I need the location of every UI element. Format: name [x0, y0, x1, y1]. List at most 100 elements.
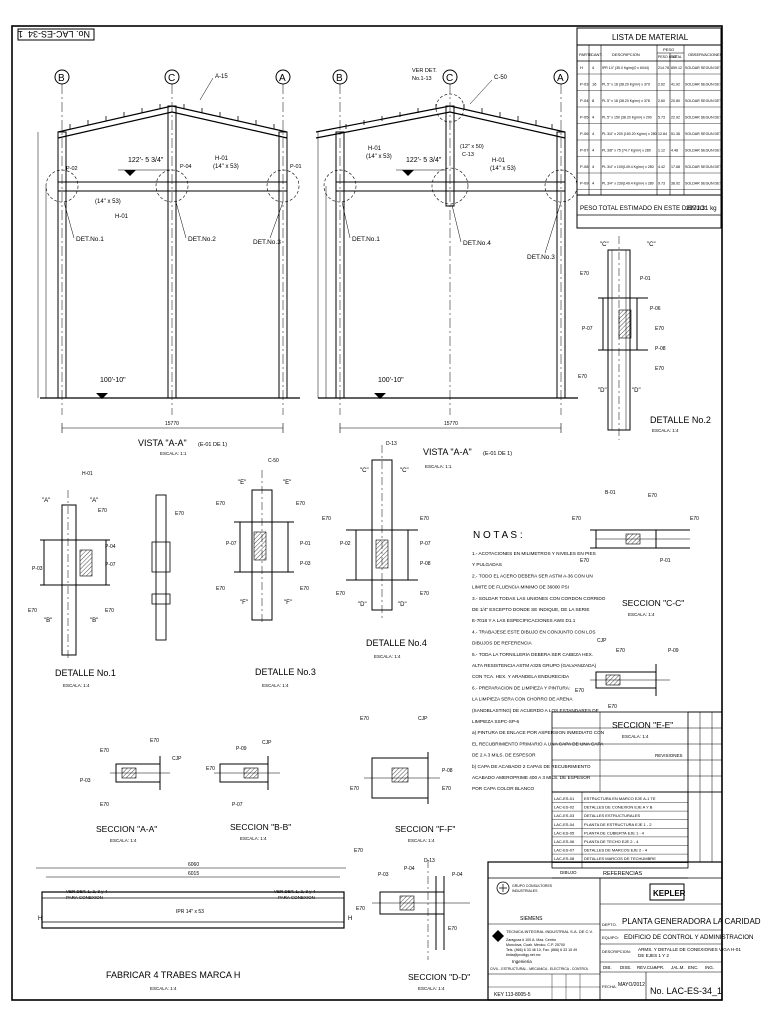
- material-cell: P-05: [580, 115, 589, 120]
- note-line: ACABADO AMEROPRIME 400 A 3 MILS. DE ESPE…: [472, 775, 591, 780]
- svg-text:P-07: P-07: [582, 326, 593, 332]
- section-cc-title: SECCION "C-C": [622, 598, 684, 608]
- svg-text:E70: E70: [300, 586, 309, 592]
- svg-text:P-04: P-04: [404, 866, 415, 872]
- svg-text:P-03: P-03: [378, 872, 389, 878]
- material-cell: 4: [592, 65, 595, 70]
- reference-title: DETALLES DE CONEXION EJE A Y B: [584, 805, 653, 810]
- title-block-header: APR.: [654, 965, 664, 970]
- rotated-drawing-number: No. LAC-ES-34_1: [17, 28, 95, 41]
- svg-text:P-02: P-02: [66, 166, 78, 172]
- beam-title: FABRICAR 4 TRABES MARCA H: [106, 970, 240, 980]
- svg-text:"E": "E": [283, 480, 291, 486]
- svg-text:E70: E70: [216, 586, 225, 592]
- svg-text:A-15: A-15: [215, 74, 228, 80]
- svg-text:DET.No.3: DET.No.3: [253, 239, 281, 246]
- reference-drawing: LAC-ES-01: [554, 796, 575, 801]
- svg-text:E70: E70: [356, 906, 365, 912]
- elevation-left-title: VISTA "A-A": [138, 438, 187, 448]
- svg-text:ESCALA: 1:4: ESCALA: 1:4: [240, 836, 267, 841]
- reference-drawing: LAC-ES-05: [554, 830, 575, 835]
- svg-text:E70: E70: [448, 926, 457, 932]
- svg-text:122'- 5 3/4": 122'- 5 3/4": [128, 157, 164, 164]
- material-cell: SOLDAR SEGUN DET.: [685, 165, 723, 169]
- material-cell: P-09: [580, 181, 589, 186]
- material-list: LISTA DE MATERIAL PARTE CANT. DESCRIPCIO…: [576, 27, 723, 229]
- svg-text:E70: E70: [580, 558, 589, 564]
- material-cell: SOLDAR SEGUN DET.: [685, 182, 723, 186]
- svg-text:ESCALA: 1:4: ESCALA: 1:4: [110, 838, 137, 843]
- material-cell: 4: [592, 181, 595, 186]
- svg-text:ESCALA: 1:4: ESCALA: 1:4: [628, 612, 655, 617]
- note-line: LA LIMPIEZA SERA CON CHORRO DE ARENA: [472, 697, 573, 702]
- svg-text:ESCALA: 1:4: ESCALA: 1:4: [63, 683, 90, 688]
- svg-text:D-13: D-13: [386, 441, 397, 447]
- svg-text:Tels. (866) 6 33 46 10, Fax. (: Tels. (866) 6 33 46 10, Fax. (866) 6 33 …: [506, 948, 577, 952]
- title-block-header: JAL.M.: [671, 965, 685, 970]
- svg-text:(14" x 53): (14" x 53): [366, 154, 392, 160]
- svg-text:P-04: P-04: [105, 544, 116, 550]
- sheet-border: [11, 25, 723, 1001]
- svg-text:DET.No.4: DET.No.4: [463, 240, 491, 247]
- svg-text:ESCALA: 1:4: ESCALA: 1:4: [262, 683, 289, 688]
- svg-text:C: C: [168, 73, 175, 84]
- svg-text:C-50: C-50: [494, 75, 508, 81]
- material-cell: P-07: [580, 148, 589, 153]
- material-cell: PL 5" x 150 (38.20 Kg/m²) x 200: [602, 116, 652, 120]
- svg-text:P-03: P-03: [80, 778, 91, 784]
- svg-text:P-04: P-04: [452, 872, 463, 878]
- svg-text:"A": "A": [42, 498, 50, 504]
- svg-text:(14" x 53): (14" x 53): [490, 166, 516, 172]
- material-cell: 2.60: [658, 99, 665, 103]
- note-line: b) CAPA DE ACABADO 2 CAPAS DE RECUBRIMIE…: [472, 764, 591, 769]
- svg-text:P-08: P-08: [655, 346, 666, 352]
- svg-text:P-04: P-04: [180, 164, 192, 170]
- note-line: E-7018 Y A LAS ESPECIFICACIONES AWS D1.1: [472, 618, 576, 623]
- svg-text:6015: 6015: [188, 871, 199, 877]
- svg-text:No.1-13: No.1-13: [412, 76, 432, 82]
- note-line: LIMPIEZA SSPC-SP-6: [472, 719, 520, 724]
- detail-3: "E" "E" C-50 E70 E70 P-07 P-01 P-03 E70 …: [216, 458, 316, 688]
- svg-text:P-09: P-09: [668, 648, 679, 654]
- svg-text:DE EJES 1 Y 2: DE EJES 1 Y 2: [638, 953, 669, 958]
- section-dd: E70 P-03 P-04 D-13 P-04 E70 E70 SECCION …: [354, 848, 470, 991]
- reference-title: PLANTA DE TECHO EJE 2 - 4: [584, 839, 639, 844]
- svg-text:E70: E70: [655, 326, 664, 332]
- section-ee-title: SECCION "E-E": [612, 720, 673, 730]
- material-cell: PL 5" x 18 (38.20 Kg/m²) x 378: [602, 99, 650, 103]
- svg-text:P-07: P-07: [232, 802, 243, 808]
- note-line: a) PINTURA DE ENLACE POR ASPERSION INMED…: [472, 730, 604, 735]
- material-cell: 859.12: [671, 66, 682, 70]
- material-cell: H: [580, 65, 583, 70]
- svg-text:122'- 5 3/4": 122'- 5 3/4": [406, 157, 442, 164]
- detail-2-title: DETALLE No.2: [650, 415, 711, 425]
- material-cell: 8: [592, 98, 595, 103]
- material-cell: 4: [592, 164, 595, 169]
- material-cell: 4: [592, 148, 595, 153]
- svg-text:15770: 15770: [444, 421, 458, 427]
- svg-text:Ingenieria: Ingenieria: [512, 959, 532, 964]
- material-cell: SOLDAR SEGUN DET.: [685, 83, 723, 87]
- svg-text:"F": "F": [284, 600, 292, 606]
- svg-text:P-08: P-08: [420, 561, 431, 567]
- svg-text:E70: E70: [580, 271, 589, 277]
- svg-text:(12" x 50): (12" x 50): [460, 144, 484, 150]
- svg-text:DESCRIPCION: DESCRIPCION: [612, 52, 640, 57]
- svg-text:A: A: [557, 73, 564, 84]
- svg-text:100'-10": 100'-10": [100, 377, 126, 384]
- svg-text:"D": "D": [632, 388, 641, 394]
- note-line: 6.- PREPARACION DE LIMPIEZA Y PINTURA:: [472, 685, 570, 690]
- svg-text:Zaragoza # 100 A. Mza. Centro: Zaragoza # 100 A. Mza. Centro: [506, 938, 556, 942]
- svg-text:VER DET.: VER DET.: [412, 68, 437, 74]
- material-cell: 51.36: [671, 132, 680, 136]
- material-cell: 12.84: [658, 132, 667, 136]
- svg-text:P-08: P-08: [442, 768, 453, 774]
- svg-text:A: A: [279, 73, 286, 84]
- svg-text:"D": "D": [598, 388, 607, 394]
- svg-text:H: H: [348, 916, 352, 922]
